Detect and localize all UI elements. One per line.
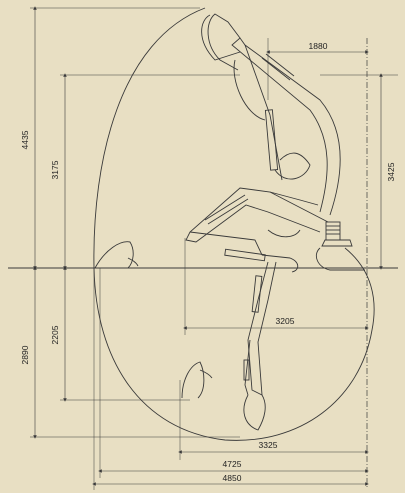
dim-max-dump-height: 3175 bbox=[50, 73, 240, 270]
dim-3205: 3205 bbox=[183, 238, 369, 335]
label-1880: 1880 bbox=[309, 41, 328, 51]
boom-digging bbox=[243, 261, 277, 431]
label-4850: 4850 bbox=[223, 473, 242, 483]
dim-max-dig-depth: 2890 bbox=[20, 266, 240, 439]
label-3175: 3175 bbox=[50, 160, 60, 179]
dim-4725: 4725 bbox=[98, 268, 369, 478]
dim-4850: 4850 bbox=[92, 268, 369, 490]
label-3325: 3325 bbox=[259, 440, 278, 450]
label-3425: 3425 bbox=[386, 162, 396, 181]
working-range-envelope bbox=[93, 7, 375, 441]
label-2205: 2205 bbox=[50, 325, 60, 344]
dim-3425: 3425 bbox=[320, 73, 398, 270]
dim-3325: 3325 bbox=[178, 380, 369, 460]
dim-vertical-wall-depth: 2205 bbox=[50, 266, 190, 402]
label-4725: 4725 bbox=[223, 459, 242, 469]
boom-horizontal bbox=[185, 187, 329, 273]
machine-base bbox=[316, 221, 365, 271]
label-3205: 3205 bbox=[276, 316, 295, 326]
label-2890: 2890 bbox=[20, 345, 30, 364]
boom-raised bbox=[201, 13, 341, 216]
label-4435: 4435 bbox=[20, 130, 30, 149]
bucket-ground bbox=[94, 241, 139, 269]
dim-max-dig-height: 4435 bbox=[20, 6, 200, 270]
bucket-wall-depth bbox=[181, 361, 213, 399]
dim-1880: 1880 bbox=[266, 38, 369, 100]
